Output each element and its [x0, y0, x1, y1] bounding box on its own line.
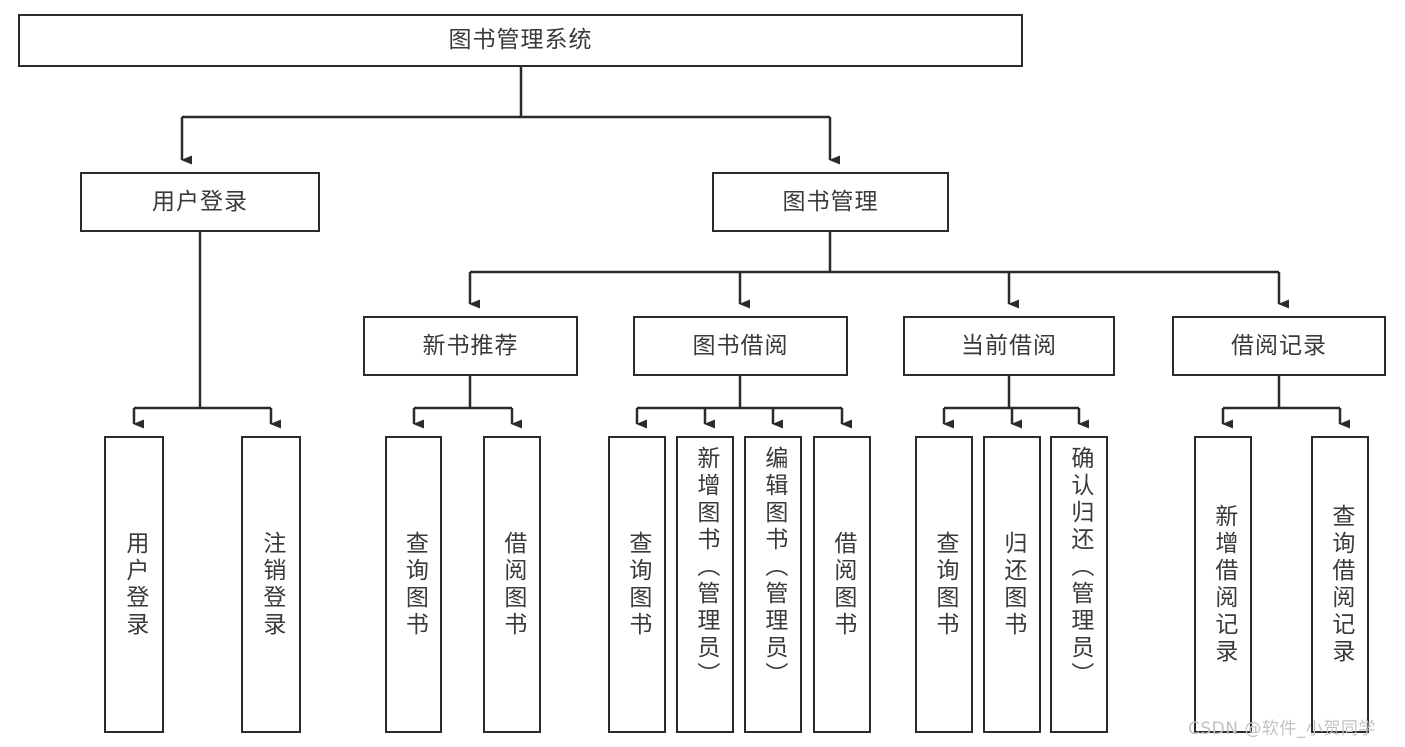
leaf-query-book-borrow[interactable]: 查询图书	[608, 436, 666, 733]
leaf-add-borrow-record[interactable]: 新增借阅记录	[1194, 436, 1252, 733]
node-root[interactable]: 图书管理系统	[18, 14, 1023, 67]
node-label: 用户登录	[152, 188, 248, 215]
node-label: 查询借阅记录	[1327, 503, 1354, 666]
node-book-borrow[interactable]: 图书借阅	[633, 316, 848, 376]
node-label: 新增图书（管理员）	[692, 446, 719, 689]
leaf-return-book[interactable]: 归还图书	[983, 436, 1041, 733]
leaf-query-book-current[interactable]: 查询图书	[915, 436, 973, 733]
node-label: 注销登录	[258, 530, 285, 639]
node-label: 当前借阅	[961, 332, 1057, 359]
node-label: 归还图书	[999, 530, 1026, 639]
node-label: 图书管理系统	[448, 27, 593, 54]
node-label: 查询图书	[931, 530, 958, 639]
node-label: 新增借阅记录	[1210, 503, 1237, 666]
leaf-add-book-admin[interactable]: 新增图书（管理员）	[676, 436, 734, 733]
leaf-query-borrow-record[interactable]: 查询借阅记录	[1311, 436, 1369, 733]
node-label: 图书借阅	[692, 332, 789, 359]
node-label: 图书管理	[782, 188, 879, 215]
node-label: 确认归还（管理员）	[1066, 446, 1093, 689]
csdn-watermark: CSDN @软件_小贺同学	[1188, 719, 1376, 739]
node-new-book-recommend[interactable]: 新书推荐	[363, 316, 578, 376]
node-user-login[interactable]: 用户登录	[80, 172, 320, 232]
node-label: 用户登录	[121, 530, 148, 639]
leaf-borrow-book-recommend[interactable]: 借阅图书	[483, 436, 541, 733]
node-book-management[interactable]: 图书管理	[712, 172, 949, 232]
node-label: 查询图书	[624, 530, 651, 639]
node-label: 新书推荐	[422, 332, 519, 359]
leaf-confirm-return-admin[interactable]: 确认归还（管理员）	[1050, 436, 1108, 733]
node-borrow-record[interactable]: 借阅记录	[1172, 316, 1386, 376]
leaf-borrow-book[interactable]: 借阅图书	[813, 436, 871, 733]
leaf-user-login[interactable]: 用户登录	[104, 436, 164, 733]
node-label: 借阅图书	[829, 530, 856, 639]
node-label: 借阅图书	[499, 530, 526, 639]
leaf-query-book-recommend[interactable]: 查询图书	[385, 436, 442, 733]
node-label: 查询图书	[401, 530, 428, 639]
node-label: 编辑图书（管理员）	[760, 446, 787, 689]
node-label: 借阅记录	[1231, 332, 1327, 359]
leaf-logout[interactable]: 注销登录	[241, 436, 301, 733]
node-current-borrow[interactable]: 当前借阅	[903, 316, 1115, 376]
leaf-edit-book-admin[interactable]: 编辑图书（管理员）	[744, 436, 802, 733]
